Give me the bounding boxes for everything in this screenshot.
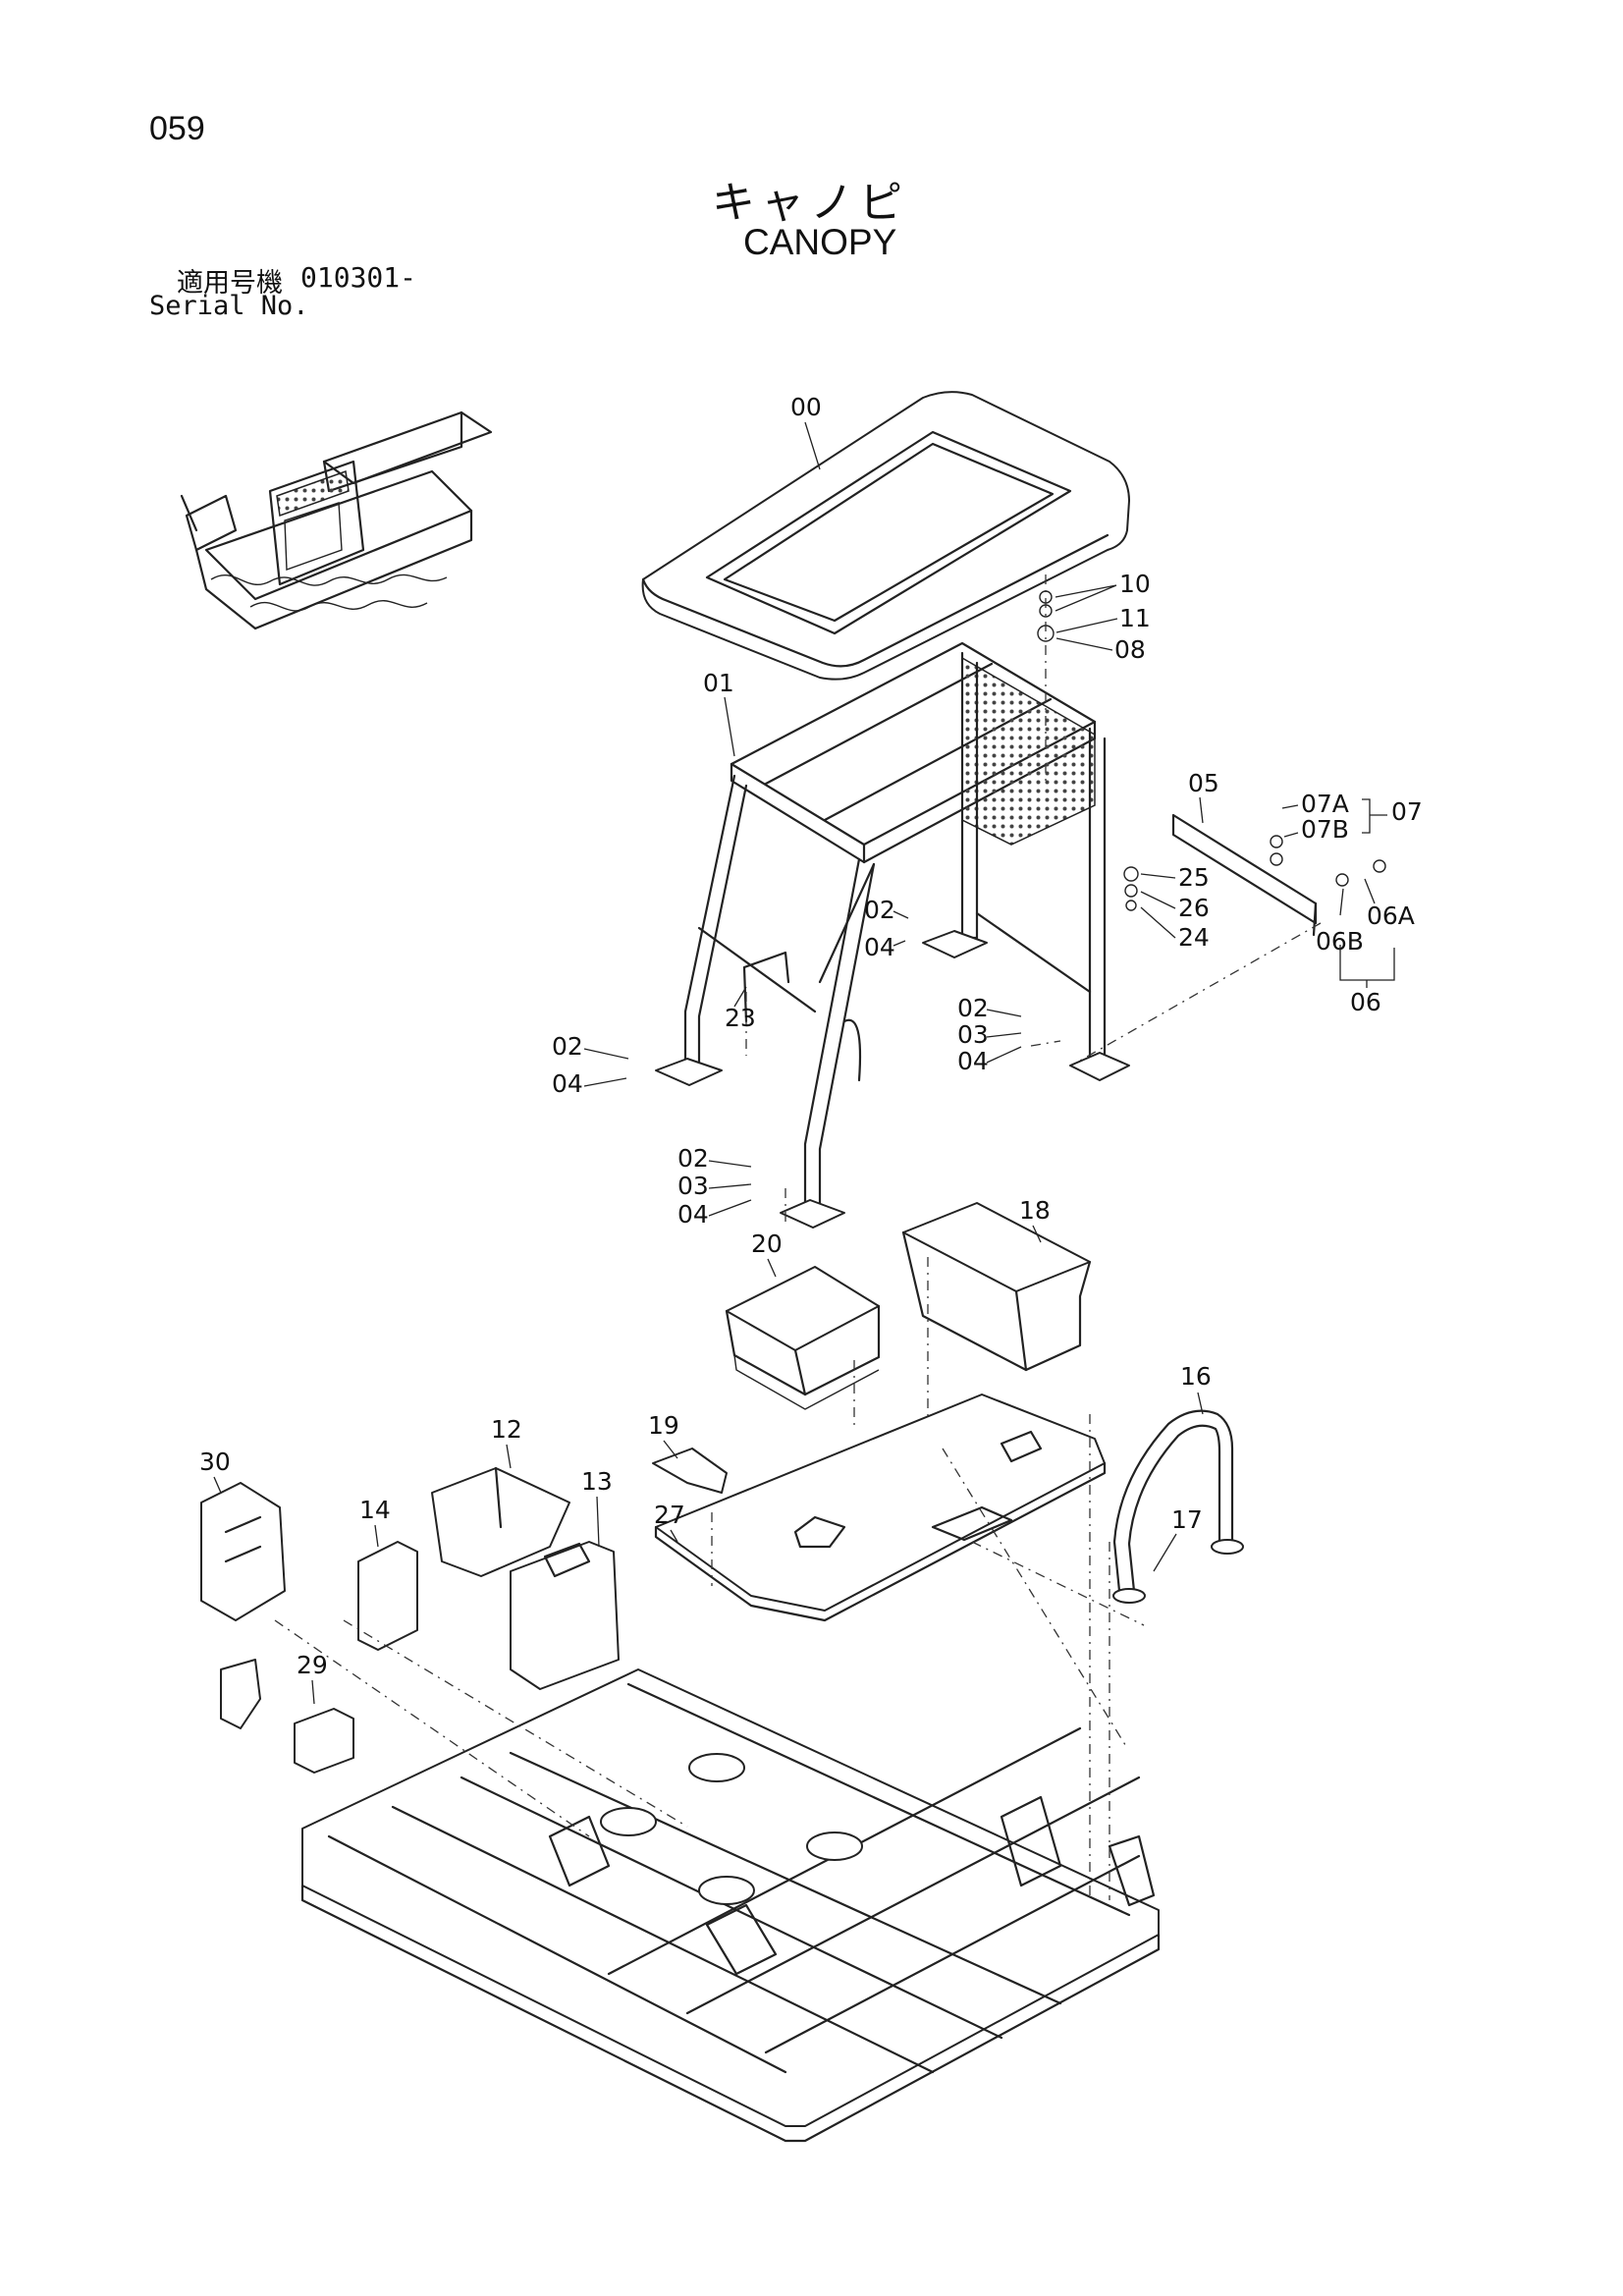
cover-20 <box>725 1266 881 1410</box>
serial-number-value: 010301- <box>300 261 417 294</box>
callout-17: 17 <box>1171 1505 1203 1534</box>
callout-08: 08 <box>1114 635 1146 664</box>
cover-13 <box>510 1541 620 1690</box>
callout-06A: 06A <box>1367 902 1415 930</box>
callout-29: 29 <box>297 1651 328 1679</box>
callout-25: 25 <box>1178 863 1210 892</box>
canopy-frame <box>655 641 1130 1229</box>
center-lines <box>274 922 1322 1900</box>
vehicle-thumbnail <box>180 410 493 630</box>
callout-06: 06 <box>1350 988 1381 1016</box>
callout-20: 20 <box>751 1230 783 1258</box>
callout-24: 24 <box>1178 923 1210 952</box>
callout-10: 10 <box>1119 570 1151 598</box>
callout-03-a: 03 <box>957 1020 989 1049</box>
callout-03-b: 03 <box>677 1172 709 1200</box>
bracket-12 <box>431 1466 570 1577</box>
callout-12: 12 <box>491 1415 522 1444</box>
callout-02-c: 02 <box>552 1032 583 1061</box>
callout-27: 27 <box>654 1501 685 1529</box>
callout-02-d: 02 <box>677 1144 709 1173</box>
callout-02-a: 02 <box>864 896 895 924</box>
serial-label: Serial No. <box>149 291 309 321</box>
handrail-16 <box>1112 1409 1244 1604</box>
callout-23: 23 <box>725 1004 756 1032</box>
bracket-14 <box>357 1541 418 1651</box>
roof-hardware <box>1037 574 1055 781</box>
leader-lines <box>213 421 1395 1705</box>
callout-19: 19 <box>648 1411 679 1440</box>
bracket-29 <box>220 1659 354 1774</box>
callout-16: 16 <box>1180 1362 1212 1391</box>
callout-labels: 00 01 10 11 08 05 07A 07B 07 25 26 24 06… <box>199 393 1423 1679</box>
callout-13: 13 <box>581 1467 613 1496</box>
callout-04-a: 04 <box>864 933 895 961</box>
callout-07B: 07B <box>1301 815 1349 844</box>
callout-02-b: 02 <box>957 994 989 1022</box>
callout-04-d: 04 <box>677 1200 709 1229</box>
callout-04-b: 04 <box>957 1047 989 1075</box>
callout-07: 07 <box>1391 797 1423 826</box>
callout-05: 05 <box>1188 769 1219 797</box>
callout-07A: 07A <box>1301 790 1349 818</box>
main-frame <box>300 1668 1161 2143</box>
bracket-05 <box>1123 813 1386 937</box>
floor-plate-27 <box>652 1394 1107 1622</box>
cover-18 <box>901 1202 1092 1372</box>
callout-30: 30 <box>199 1448 231 1476</box>
page-title-japanese: キャノピ <box>712 178 908 228</box>
canopy-roof <box>641 391 1130 681</box>
callout-04-c: 04 <box>552 1069 583 1098</box>
callout-00: 00 <box>790 393 822 421</box>
page-title: CANOPY <box>743 222 897 262</box>
serial-label-japanese: 適用号機 <box>177 268 283 299</box>
bracket-30 <box>200 1482 286 1621</box>
callout-11: 11 <box>1119 604 1151 632</box>
callout-01: 01 <box>703 669 734 697</box>
callout-18: 18 <box>1019 1196 1051 1225</box>
callout-14: 14 <box>359 1496 391 1524</box>
page-number: 059 <box>149 110 205 147</box>
callout-26: 26 <box>1178 894 1210 922</box>
